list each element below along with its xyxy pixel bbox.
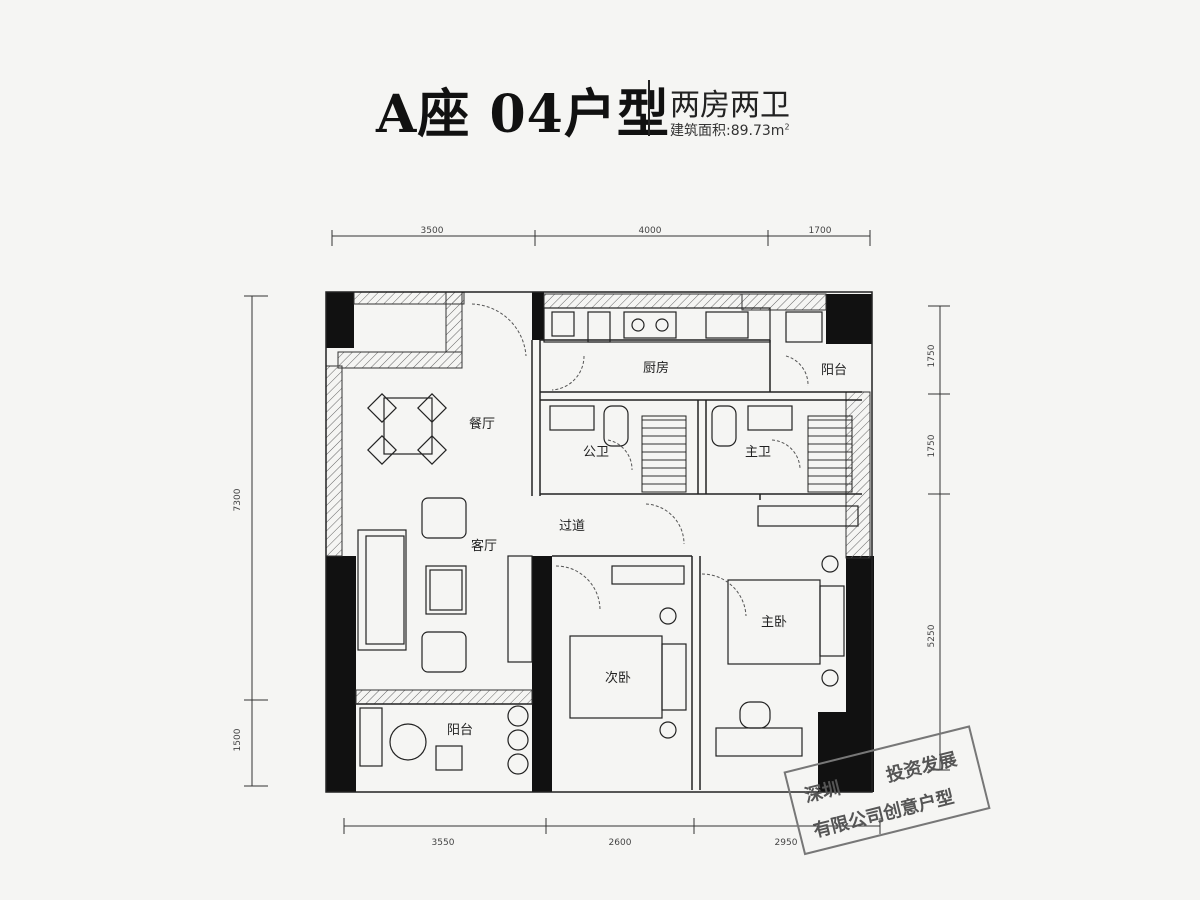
dim-right-2: 1750 [927,434,937,457]
stamp-line1b: 投资发展 [884,748,960,787]
dimension-top [331,230,871,246]
wall-columns [326,292,874,792]
dim-right-3: 5250 [927,624,937,647]
living-furniture [357,497,533,673]
room-master-bath: 主卫 [745,445,771,460]
interior-walls [325,291,873,793]
room-kitchen: 厨房 [643,360,669,376]
dim-top-1: 3500 [421,226,444,236]
bath-fixtures [549,405,793,447]
dimension-left [244,295,268,787]
bedroom-furniture [569,505,859,757]
room-corridor: 过道 [559,519,585,534]
dim-bottom-2: 2600 [609,838,632,848]
header: A座 04户型 两房两卫 建筑面积:89.73m2 [0,0,1200,160]
dim-right-1: 1750 [927,344,937,367]
area-unit-sup: 2 [784,122,790,132]
dimension-bottom [343,818,881,834]
room-master-bedroom: 主卧 [761,615,787,630]
room-public-bath: 公卫 [583,445,609,460]
dim-top-2: 4000 [639,226,662,236]
title-divider [648,80,650,136]
room-balcony-top: 阳台 [821,363,847,378]
room-dining: 餐厅 [469,416,495,432]
plan-title: A座 04户型 [376,84,670,145]
room-balcony-bottom: 阳台 [447,723,473,738]
dim-bottom-3: 2950 [775,838,798,848]
doors [471,303,809,617]
area-value: 建筑面积:89.73m [670,123,785,139]
dim-left-2: 1500 [233,728,243,751]
room-living: 客厅 [471,538,497,554]
dim-left-1: 7300 [233,488,243,511]
balcony-furniture [359,705,529,775]
area-label: 建筑面积:89.73m2 [670,120,790,140]
dimension-right [928,305,950,771]
stamp-line1: 深圳 [802,777,842,807]
watermark-stamp: 深圳 投资发展 有限公司创意户型 [783,725,991,856]
hatched-walls [325,291,871,705]
kitchen-counter [543,307,823,343]
dining-set [367,393,447,465]
layout-type: 两房两卫 [670,88,790,123]
shafts [641,415,853,493]
dim-top-3: 1700 [809,226,832,236]
room-second-bedroom: 次卧 [605,670,631,686]
dim-bottom-1: 3550 [432,838,455,848]
